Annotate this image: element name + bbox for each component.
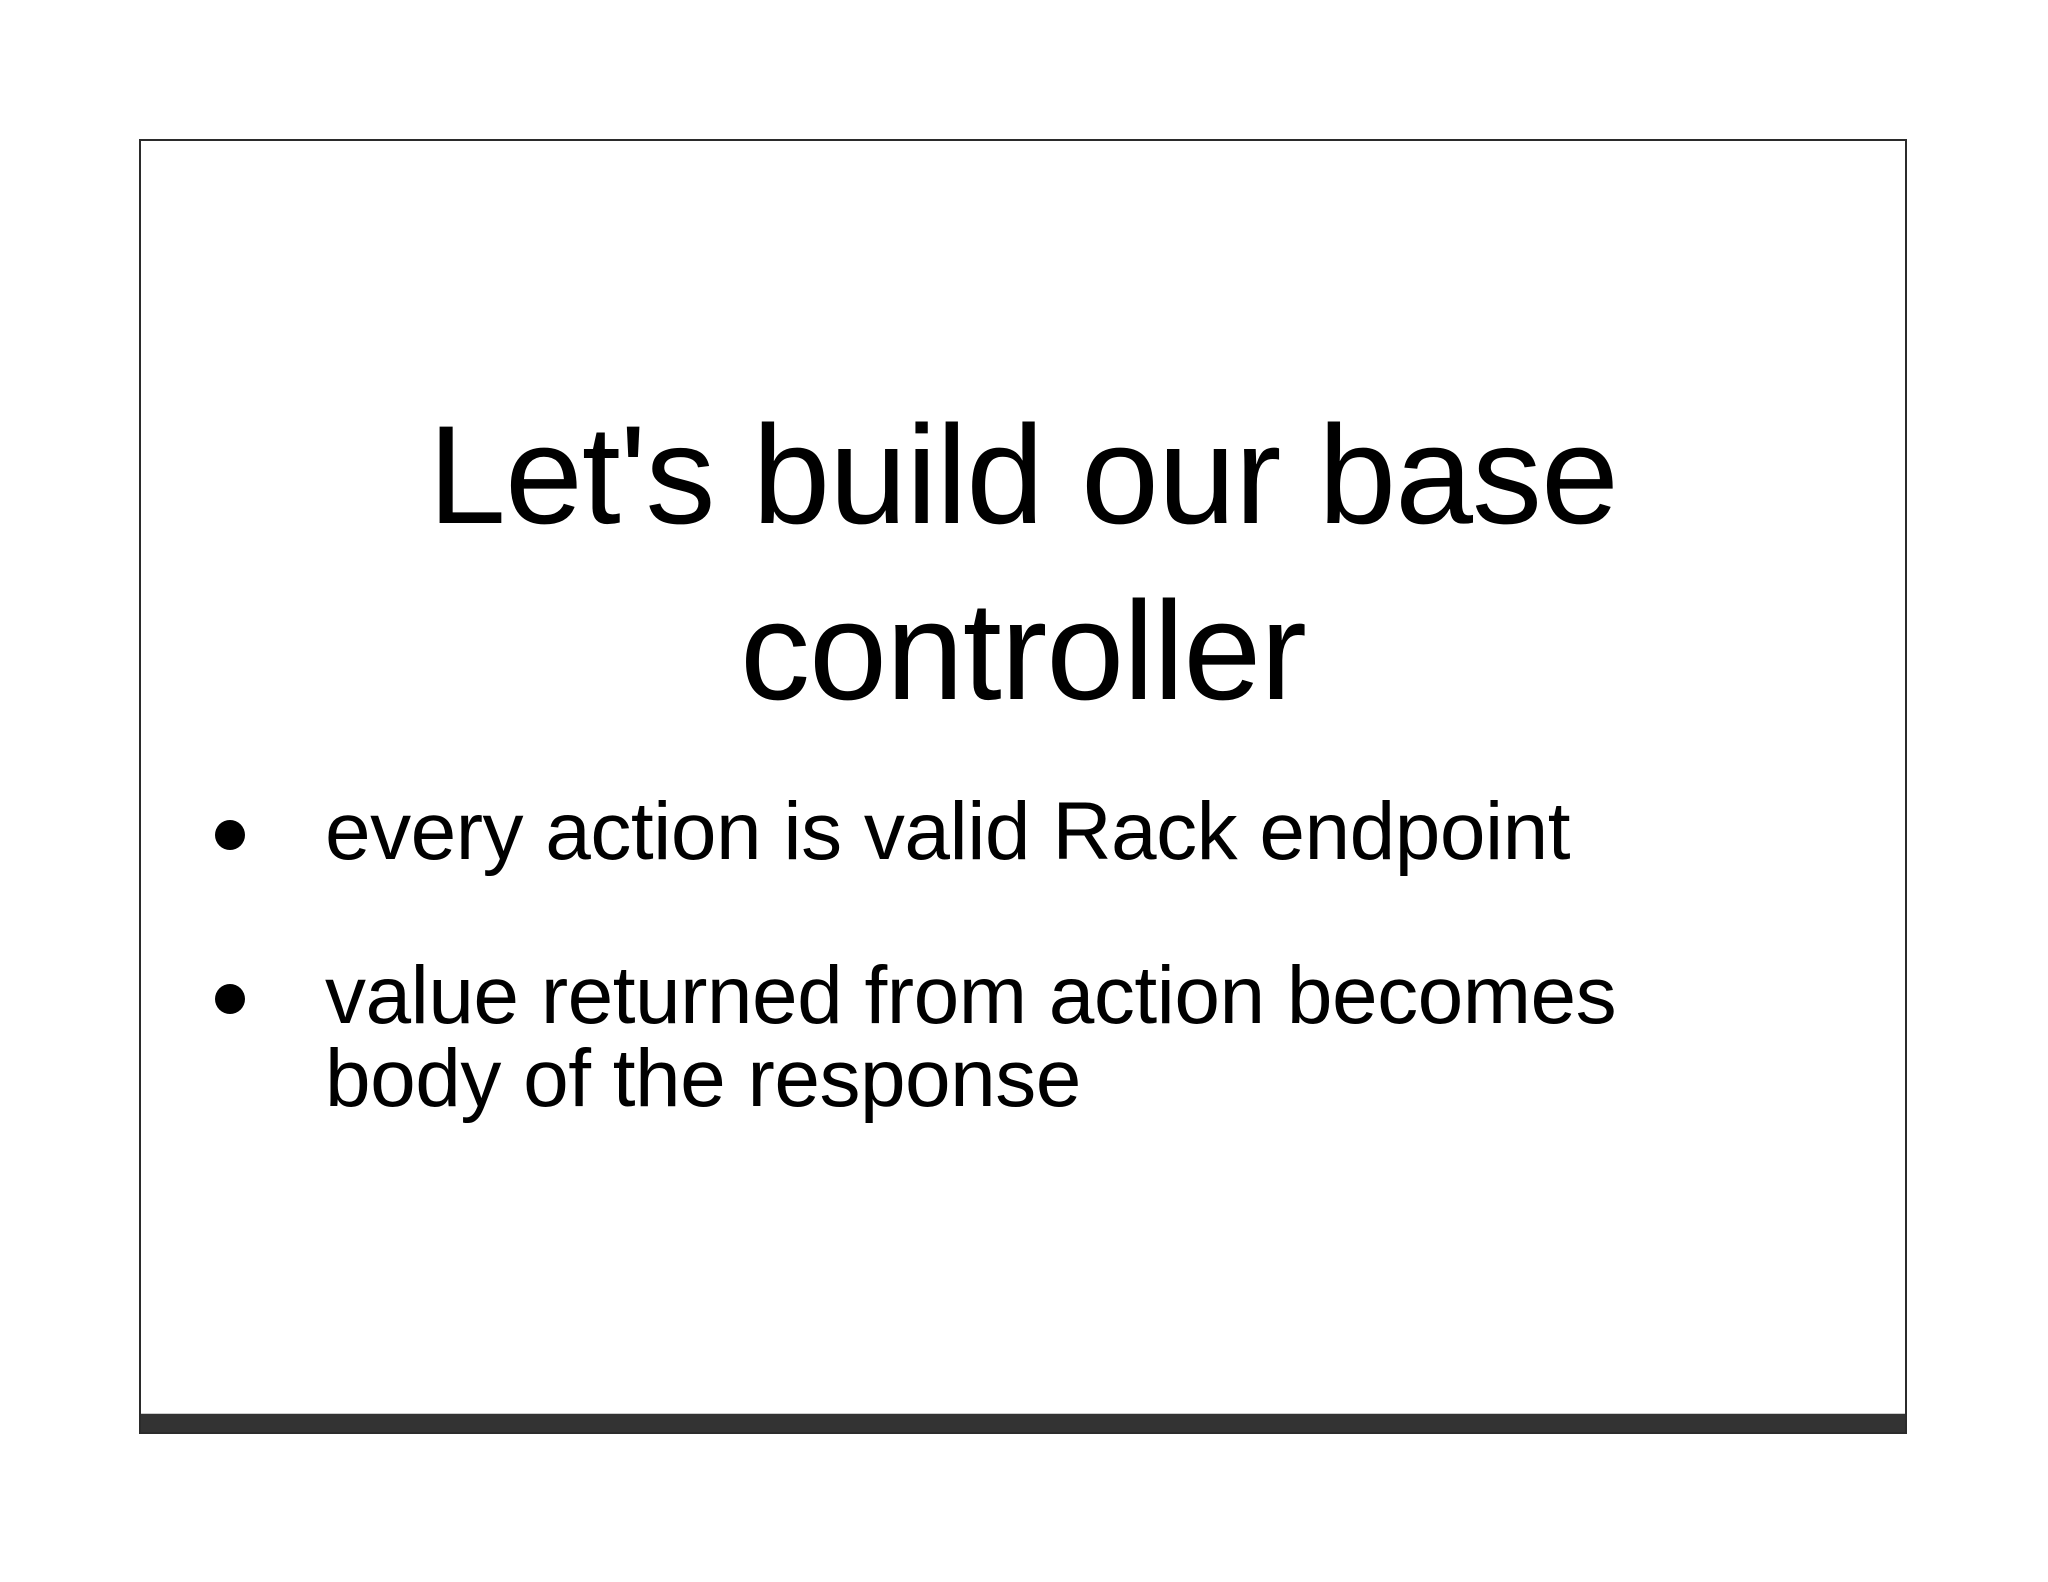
slide: Let's build our base controller every ac… (139, 139, 1907, 1434)
bullet-item: every action is valid Rack endpoint (215, 790, 1835, 873)
bullet-text: every action is valid Rack endpoint (325, 786, 1571, 877)
slide-title: Let's build our base controller (428, 396, 1619, 729)
bullet-list: every action is valid Rack endpoint valu… (215, 790, 1835, 1201)
slide-footer-bar (141, 1413, 1905, 1432)
bullet-text: value returned from action becomes body … (325, 950, 1617, 1124)
bullet-dot-icon (215, 820, 245, 850)
bullet-dot-icon (215, 984, 245, 1014)
bullet-item: value returned from action becomes body … (215, 954, 1835, 1120)
